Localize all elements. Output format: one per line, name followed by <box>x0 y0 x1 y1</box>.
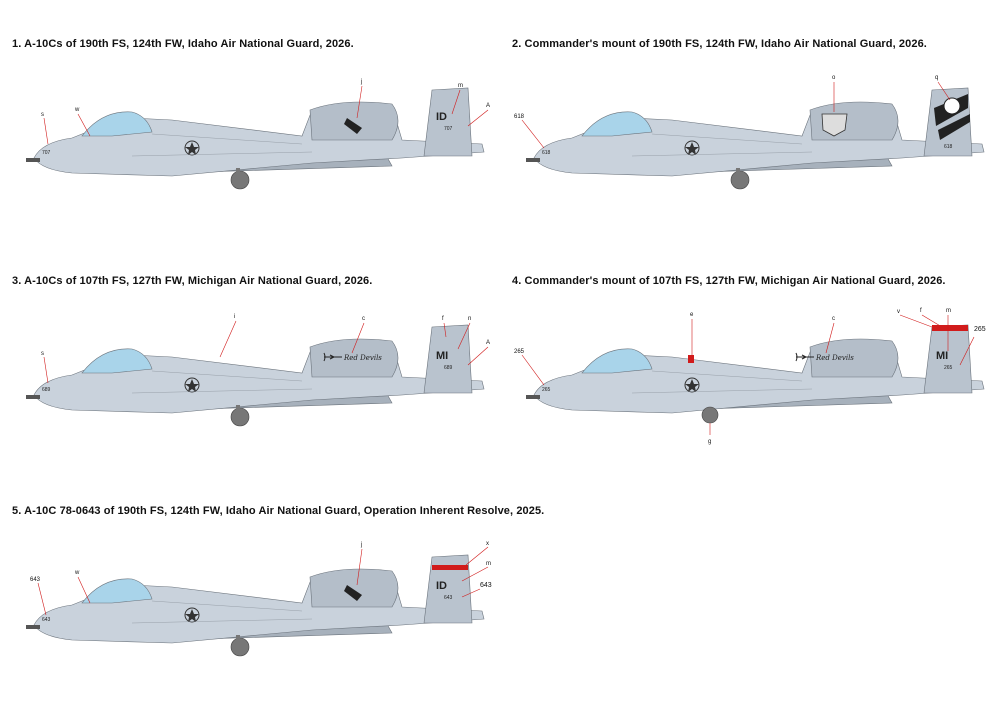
callout-A: A <box>486 103 490 109</box>
profile-2: 2. Commander's mount of 190th FS, 124th … <box>512 38 1000 238</box>
callout-w: w <box>74 570 80 576</box>
callout-e: e <box>690 312 694 318</box>
nose-number: 643 <box>42 617 51 623</box>
callout-n: n <box>468 316 471 322</box>
profile-3-aircraft: Red Devils MI 689 689 s i c f n A <box>26 314 490 427</box>
profile-5: 5. A-10C 78-0643 of 190th FS, 124th FW, … <box>12 505 544 705</box>
callout-f: f <box>442 316 444 322</box>
national-insignia <box>184 140 200 156</box>
nose-number: 618 <box>542 150 551 156</box>
nose-number: 707 <box>42 150 51 156</box>
nose-number: 265 <box>542 387 551 393</box>
tail-code: MI <box>936 350 948 362</box>
nose-number-label: 618 <box>514 114 525 120</box>
tail-side-label: 643 <box>480 582 492 589</box>
tail-side-label: 265 <box>974 326 986 333</box>
callout-c: c <box>832 316 835 322</box>
squadron-patch <box>821 113 848 137</box>
engine-pod <box>309 101 399 141</box>
callout-j: j <box>360 79 362 85</box>
profile-1-aircraft: ID 707 707 s w j m A <box>26 79 490 190</box>
callout-j: j <box>360 542 362 548</box>
callout-A: A <box>486 340 490 346</box>
callout-g: g <box>708 439 711 445</box>
red-marker <box>688 355 694 363</box>
profile-1-caption: 1. A-10Cs of 190th FS, 124th FW, Idaho A… <box>12 38 354 50</box>
callout-s: s <box>41 112 44 118</box>
nose-art-text: Red Devils <box>815 354 854 362</box>
profile-5-aircraft: ID 643 643 643 w j x m 643 <box>26 541 492 657</box>
profile-1: 1. A-10Cs of 190th FS, 124th FW, Idaho A… <box>12 38 502 238</box>
tail-code: MI <box>436 350 448 362</box>
tail-serial: 689 <box>444 365 453 371</box>
canopy <box>81 111 153 137</box>
profile-3: 3. A-10Cs of 107th FS, 127th FW, Michiga… <box>12 275 502 475</box>
callout-m: m <box>946 308 951 314</box>
callout-i: i <box>234 314 235 320</box>
callout-q: q <box>935 75 938 81</box>
tail-serial: 618 <box>944 144 953 150</box>
callout-w: w <box>74 107 80 113</box>
callout-v: v <box>897 309 900 315</box>
profile-3-caption: 3. A-10Cs of 107th FS, 127th FW, Michiga… <box>12 275 373 287</box>
callout-f: f <box>920 308 922 314</box>
intake-emblem <box>344 118 362 134</box>
profile-4-aircraft: Red Devils MI 265 265 265 e c v f m 265 … <box>514 308 986 445</box>
tail-serial: 265 <box>944 365 953 371</box>
callout-x: x <box>486 541 489 547</box>
callout-m: m <box>486 561 491 567</box>
profile-5-caption: 5. A-10C 78-0643 of 190th FS, 124th FW, … <box>12 505 545 517</box>
profile-4-caption: 4. Commander's mount of 107th FS, 127th … <box>512 275 946 287</box>
callout-s: s <box>41 351 44 357</box>
callout-c: c <box>362 316 365 322</box>
trident-icon <box>323 352 342 362</box>
vertical-tail <box>423 87 473 157</box>
nose-number: 689 <box>42 387 51 393</box>
callout-m: m <box>458 83 463 89</box>
callout-o: o <box>832 75 836 81</box>
tail-red-band <box>432 565 468 570</box>
tail-serial: 707 <box>444 126 453 132</box>
profile-4: 4. Commander's mount of 107th FS, 127th … <box>512 275 1000 475</box>
tail-checker-band <box>932 325 968 331</box>
tail-code: ID <box>436 580 447 592</box>
tail-code: ID <box>436 111 447 123</box>
nose-number-label: 643 <box>30 577 41 583</box>
nose-art-text: Red Devils <box>343 354 382 362</box>
profile-2-caption: 2. Commander's mount of 190th FS, 124th … <box>512 38 927 50</box>
tail-serial: 643 <box>444 595 453 601</box>
gau-8-gun <box>26 158 40 162</box>
profile-2-aircraft: 618 618 618 o q <box>514 75 985 190</box>
nose-number-label: 265 <box>514 349 525 355</box>
